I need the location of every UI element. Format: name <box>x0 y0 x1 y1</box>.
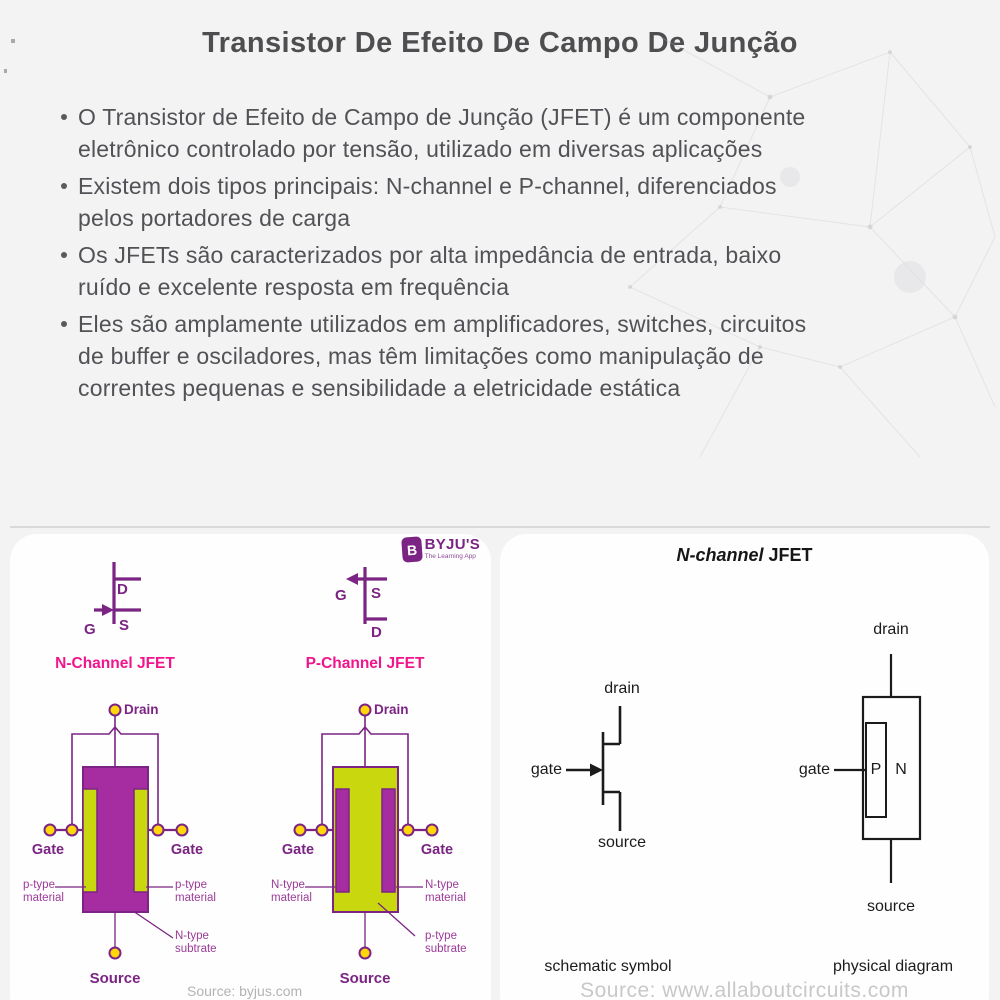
aac-physical-drain-label: drain <box>873 621 909 638</box>
aac-figure-title: N-channel JFET <box>500 545 989 566</box>
bullet-line: pelos portadores de carga <box>78 205 351 231</box>
aac-physical-source-label: source <box>866 898 916 915</box>
aac-physical-gate-label: gate <box>798 761 830 778</box>
gate-terminal-dot <box>43 823 57 837</box>
gate-terminal-dot <box>315 823 329 837</box>
gate-terminal-dot <box>425 823 439 837</box>
artifact-speck <box>11 39 15 43</box>
byjus-logo-icon: B <box>400 536 423 563</box>
gate-arrow-icon <box>590 763 603 777</box>
bullet-line: O Transistor de Efeito de Campo de Junçã… <box>78 104 806 130</box>
aac-p-region-label: P <box>870 761 882 778</box>
bullet-line: de buffer e osciladores, mas têm limitaç… <box>78 343 764 369</box>
source-terminal-dot <box>108 946 122 960</box>
gate-terminal-dot <box>293 823 307 837</box>
aac-physical-caption: physical diagram <box>832 958 954 975</box>
p-symbol-drain-label: D <box>371 624 382 641</box>
gate-terminal-dot <box>151 823 165 837</box>
p-type-material-region <box>82 788 98 893</box>
aac-source-credit: Source: www.allaboutcircuits.com <box>580 979 909 1000</box>
n-source-label: Source <box>89 970 141 987</box>
byjus-logo: B BYJU'S The Learning App <box>400 536 480 563</box>
p-type-material-region <box>133 788 149 893</box>
n-symbol-source-label: S <box>119 617 130 634</box>
bullet-line: Eles são amplamente utilizados em amplif… <box>78 311 807 337</box>
n-type-material-region <box>335 788 350 893</box>
n-drain-label: Drain <box>124 702 159 717</box>
aac-physical-diagram <box>834 654 922 883</box>
n-gate-left-label: Gate <box>31 842 65 858</box>
p-gate-right-label: Gate <box>420 842 454 858</box>
section-divider <box>10 526 990 528</box>
n-channel-caption: N-Channel JFET <box>55 655 175 672</box>
bullet-item: Os JFETs são caracterizados por alta imp… <box>56 239 945 303</box>
aac-schematic-source-label: source <box>597 834 647 851</box>
aac-schematic-gate-label: gate <box>530 761 562 778</box>
bullet-item: O Transistor de Efeito de Campo de Junçã… <box>56 101 945 165</box>
byjus-source-credit: Source: byjus.com <box>187 983 303 999</box>
p-material-left-label: N-type material <box>271 879 312 904</box>
drain-terminal-dot <box>358 703 372 717</box>
gate-arrow-icon <box>102 604 114 616</box>
bullet-line: eletrônico controlado por tensão, utiliz… <box>78 136 763 162</box>
n-type-material-region <box>381 788 396 893</box>
gate-arrow-icon <box>346 573 358 585</box>
n-jfet-symbol <box>94 562 141 624</box>
byjus-tagline-text: The Learning App <box>424 553 476 560</box>
byjus-brand-text: BYJU'S <box>424 536 480 553</box>
aac-figure-card: N-channel JFET drain gate source drain g… <box>500 534 989 1000</box>
aac-title-italic: N-channel <box>676 545 764 565</box>
aac-schematic-caption: schematic symbol <box>544 958 672 975</box>
p-drain-label: Drain <box>374 702 409 717</box>
gate-terminal-dot <box>401 823 415 837</box>
gate-terminal-dot <box>65 823 79 837</box>
artifact-speck <box>4 69 7 73</box>
p-source-label: Source <box>339 970 391 987</box>
n-material-right-label: p-type material <box>175 879 216 904</box>
bullet-line: Existem dois tipos principais: N-channel… <box>78 173 777 199</box>
aac-title-rest: JFET <box>763 545 813 565</box>
gate-terminal-dot <box>175 823 189 837</box>
p-jfet-symbol <box>346 567 387 624</box>
n-gate-right-label: Gate <box>170 842 204 858</box>
p-jfet-physical-diagram <box>293 703 439 960</box>
bullet-list: O Transistor de Efeito de Campo de Junçã… <box>56 101 945 404</box>
byjus-icon-letter: B <box>406 541 418 558</box>
n-symbol-gate-label: G <box>84 621 96 638</box>
bullet-line: ruído e excelente resposta em frequência <box>78 274 510 300</box>
byjus-figure-card: D S G G S D N-Channel JFET P-Channel JFE… <box>10 534 491 1000</box>
aac-schematic-symbol <box>566 706 622 831</box>
aac-schematic-drain-label: drain <box>604 680 640 697</box>
bullet-line: correntes pequenas e sensibilidade a ele… <box>78 375 681 401</box>
aac-n-region-label: N <box>895 761 907 778</box>
n-jfet-physical-diagram <box>43 703 189 960</box>
p-substrate-label: p-type subtrate <box>425 930 467 955</box>
byjus-figure-drawing <box>43 562 439 960</box>
source-terminal-dot <box>358 946 372 960</box>
drain-terminal-dot <box>108 703 122 717</box>
n-substrate-label: N-type subtrate <box>175 930 217 955</box>
bullet-item: Eles são amplamente utilizados em amplif… <box>56 308 945 404</box>
p-material-right-label: N-type material <box>425 879 466 904</box>
n-material-left-label: p-type material <box>23 879 64 904</box>
p-gate-left-label: Gate <box>281 842 315 858</box>
aac-figure-drawing <box>566 654 922 883</box>
page-title: Transistor De Efeito De Campo De Junção <box>202 27 798 59</box>
n-symbol-drain-label: D <box>117 581 128 598</box>
bullet-line: Os JFETs são caracterizados por alta imp… <box>78 242 782 268</box>
p-symbol-source-label: S <box>371 585 382 602</box>
bullet-item: Existem dois tipos principais: N-channel… <box>56 170 945 234</box>
p-symbol-gate-label: G <box>335 587 347 604</box>
p-channel-caption: P-Channel JFET <box>305 655 425 672</box>
